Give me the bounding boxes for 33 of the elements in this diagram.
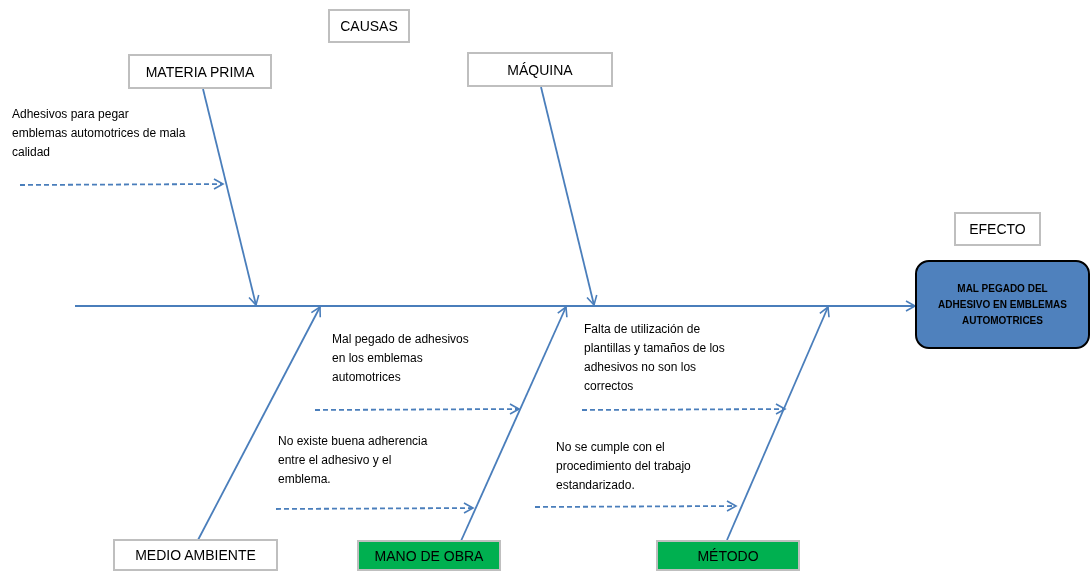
cause-text: Mal pegado de adhesivos en los emblemas automotrices (332, 331, 470, 386)
category-box (113, 539, 278, 571)
category-label: MÁQUINA (507, 61, 573, 78)
heading-label: EFECTO (969, 221, 1026, 237)
effect-text: MAL PEGADO DEL ADHESIVO EN EMBLEMAS AUTOMOTRICES (937, 281, 1068, 328)
category-label: MANO DE OBRA (374, 547, 484, 564)
cause-text: No existe buena adherencia entre el adhesivo y el emblema. (278, 433, 428, 488)
cause-text: No se cumple con el procedimiento del trabajo estandarizado. (556, 439, 692, 494)
arrow (460, 306, 568, 542)
arrow (726, 306, 830, 541)
effect-box (915, 260, 1090, 349)
dashed-arrow (19, 178, 224, 190)
category-label: MÉTODO (697, 547, 759, 564)
category-box (467, 52, 613, 87)
arrow (197, 306, 322, 541)
category-label: MATERIA PRIMA (145, 63, 255, 80)
category-box (357, 540, 501, 571)
arrow (859, 300, 916, 312)
heading-box (328, 9, 410, 43)
dashed-arrow (581, 403, 786, 415)
dashed-arrow (534, 500, 737, 512)
cause-text: Adhesivos para pegar emblemas automotrices de mala calidad (12, 106, 187, 161)
dashed-arrow (314, 403, 520, 415)
arrow (202, 88, 260, 306)
cause-text: Falta de utilización de plantillas y tamaños de los adhesivos no son los correctos (584, 321, 726, 395)
category-label: MEDIO AMBIENTE (135, 547, 256, 563)
heading-box (954, 212, 1041, 246)
category-box (128, 54, 272, 89)
heading-label: CAUSAS (340, 18, 398, 34)
dashed-arrow (275, 502, 474, 514)
category-box (656, 540, 800, 571)
spine-line (75, 305, 860, 307)
arrow (540, 86, 598, 306)
